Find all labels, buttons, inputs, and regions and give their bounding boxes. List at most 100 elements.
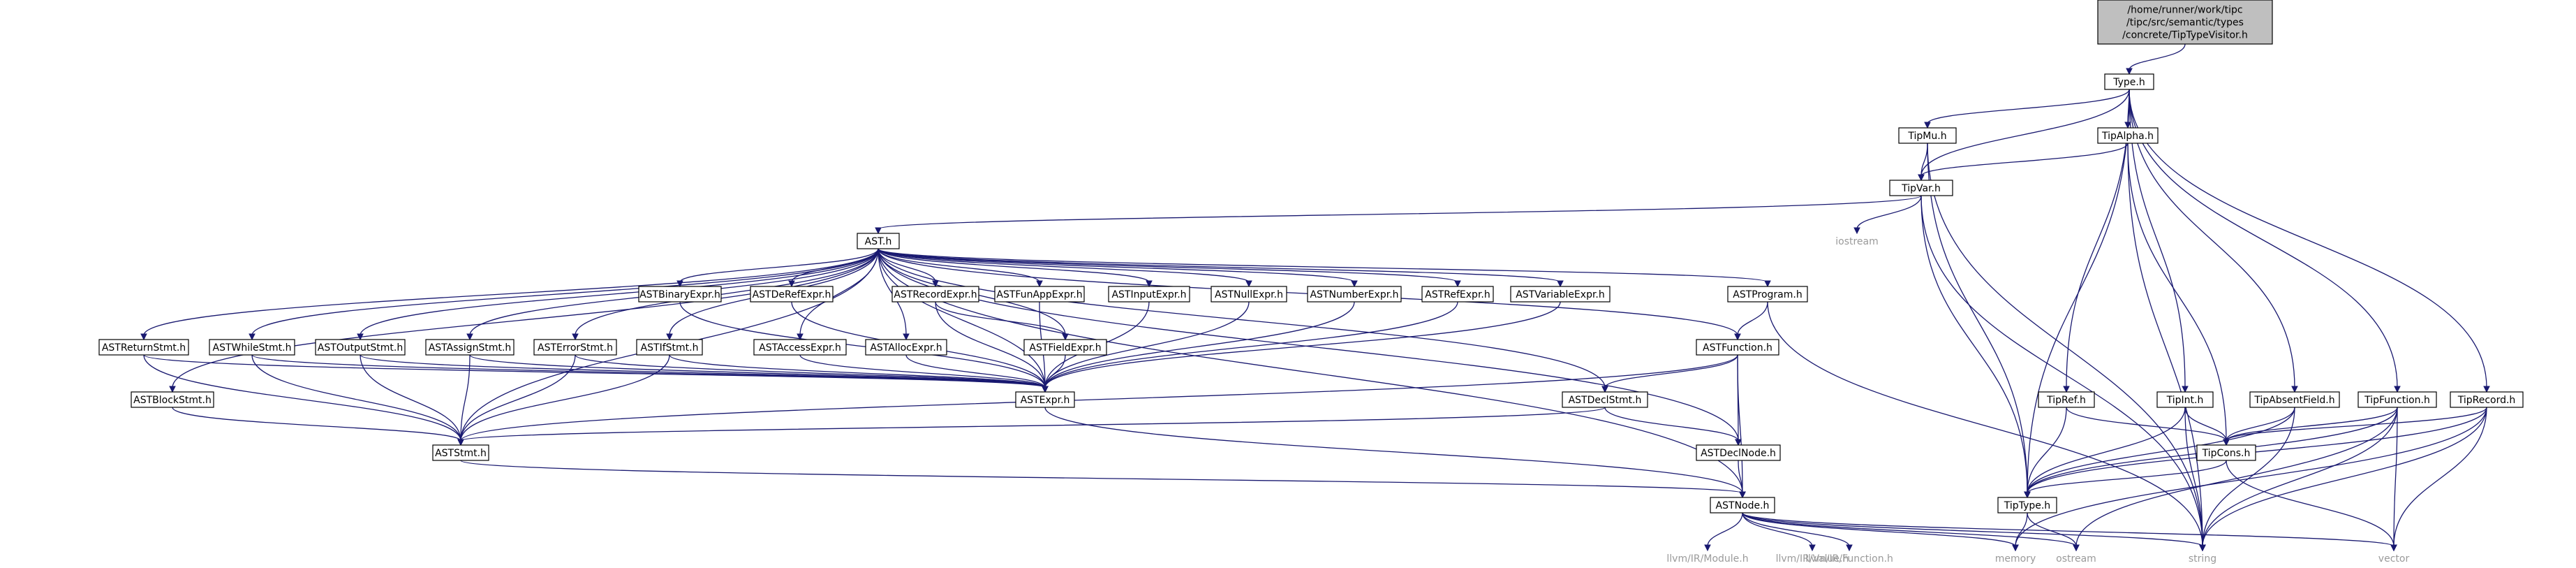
node-astreturnstmt[interactable]: ASTReturnStmt.h (98, 339, 189, 356)
arrowhead-ast-to-astnumberexpr (1351, 280, 1358, 288)
edge-astnode-to-llvmvalue (1742, 512, 1813, 547)
edge-astfunction-to-astnode (1737, 354, 1743, 494)
node-astderefexpr[interactable]: ASTDeRefExpr.h (750, 286, 834, 303)
edge-tiprecord-to-memory (2015, 407, 2487, 547)
arrowhead-tiptype-to-memory (2012, 544, 2019, 552)
node-tipcons[interactable]: TipCons.h (2196, 444, 2256, 461)
edge-tipmu-to-string (1927, 143, 2203, 547)
arrowhead-tipvar-to-ast (875, 227, 882, 235)
edge-tiprecord-to-tipcons (2226, 407, 2487, 442)
node-astvariableexpr[interactable]: ASTVariableExpr.h (1510, 286, 1611, 303)
edge-astwhilestmt-to-aststmt (251, 354, 461, 442)
node-box (1889, 180, 1953, 196)
node-box (1510, 286, 1611, 303)
node-astdeclnode[interactable]: ASTDeclNode.h (1696, 444, 1781, 461)
node-astfieldexpr[interactable]: ASTFieldExpr.h (1023, 339, 1107, 356)
node-astnumberexpr[interactable]: ASTNumberExpr.h (1307, 286, 1402, 303)
edge-astnode-to-llvmmodule (1707, 512, 1743, 547)
edge-astnumberexpr-to-astexpr (1044, 301, 1355, 388)
node-tipfunction[interactable]: TipFunction.h (2357, 391, 2437, 408)
edge-aststmt-to-astnode (460, 460, 1743, 494)
node-asterrorstmt[interactable]: ASTErrorStmt.h (533, 339, 617, 356)
node-box (750, 286, 834, 303)
edge-tipvar-to-tiptype (1920, 195, 2028, 494)
node-astifstmt[interactable]: ASTIfStmt.h (636, 339, 703, 356)
node-astfunction[interactable]: ASTFunction.h (1696, 339, 1779, 356)
edge-asterrorstmt-to-aststmt (460, 354, 576, 442)
node-tipint[interactable]: TipInt.h (2156, 391, 2214, 408)
node-tipalpha[interactable]: TipAlpha.h (2097, 127, 2159, 144)
node-type[interactable]: Type.h (2104, 73, 2154, 90)
node-astinputexpr[interactable]: ASTInputExpr.h (1108, 286, 1190, 303)
edge-astnode-to-string (1742, 512, 2203, 547)
node-label: TipMu.h (1907, 131, 1946, 142)
node-astdeclstmt[interactable]: ASTDeclStmt.h (1562, 391, 1648, 408)
node-label: TipInt.h (2166, 395, 2204, 406)
edge-ast-to-astnumberexpr (878, 248, 1355, 283)
node-tipabsentfield[interactable]: TipAbsentField.h (2249, 391, 2340, 408)
arrowhead-type-to-tiprecord (2483, 386, 2490, 393)
edge-root-to-type (2129, 43, 2186, 71)
node-tipmu[interactable]: TipMu.h (1898, 127, 1957, 144)
node-astwhilestmt[interactable]: ASTWhileStmt.h (209, 339, 295, 356)
edge-ast-to-astblockstmt (172, 248, 879, 388)
edge-tiptype-to-ostream (2027, 512, 2077, 547)
node-box (891, 286, 979, 303)
node-label: ASTDeclNode.h (1701, 448, 1776, 459)
node-astassignstmt[interactable]: ASTAssignStmt.h (425, 339, 515, 356)
node-box (638, 286, 722, 303)
node-tiptype[interactable]: TipType.h (1997, 497, 2057, 514)
edge-asterrorstmt-to-astexpr (575, 354, 1046, 388)
node-label: ASTAssignStmt.h (429, 342, 512, 354)
node-astallocexpr[interactable]: ASTAllocExpr.h (865, 339, 947, 356)
node-label: ASTBinaryExpr.h (639, 289, 720, 300)
node-astaccessexpr[interactable]: ASTAccessExpr.h (753, 339, 847, 356)
node-astbinaryexpr[interactable]: ASTBinaryExpr.h (638, 286, 722, 303)
arrowhead-tipalpha-to-tipvar (1918, 174, 1925, 182)
node-astexpr[interactable]: ASTExpr.h (1015, 391, 1075, 408)
node-label: /tipc/src/semantic/types (2126, 17, 2244, 29)
node-ostream: ostream (2056, 553, 2096, 565)
edge-tipabsentfield-to-tipcons (2226, 407, 2295, 442)
node-aststmt[interactable]: ASTStmt.h (432, 444, 489, 461)
edge-tipabsentfield-to-tiptype (2027, 407, 2295, 494)
node-astprogram[interactable]: ASTProgram.h (1727, 286, 1808, 303)
node-tiprecord[interactable]: TipRecord.h (2450, 391, 2524, 408)
edge-astassignstmt-to-astexpr (469, 354, 1046, 388)
node-label: ASTFunAppExpr.h (996, 289, 1082, 300)
edge-astifstmt-to-astexpr (669, 354, 1046, 388)
node-tipvar[interactable]: TipVar.h (1889, 180, 1953, 196)
node-astoutputstmt[interactable]: ASTOutputStmt.h (315, 339, 406, 356)
node-label: ASTNullExpr.h (1215, 289, 1283, 300)
edge-astrefexpr-to-astexpr (1044, 301, 1458, 388)
node-box (432, 444, 489, 461)
arrowhead-type-to-tipmu (1924, 122, 1931, 129)
node-astrefexpr[interactable]: ASTRefExpr.h (1421, 286, 1494, 303)
node-label: ASTExpr.h (1021, 395, 1070, 406)
node-astrecordexpr[interactable]: ASTRecordExpr.h (891, 286, 979, 303)
edge-astaccessexpr-to-astexpr (799, 354, 1046, 388)
node-astnode[interactable]: ASTNode.h (1710, 497, 1775, 514)
edge-tiprecord-to-tiptype (2027, 407, 2487, 494)
node-astblockstmt[interactable]: ASTBlockStmt.h (131, 391, 214, 408)
arrowhead-astfunction-to-astdeclstmt (1601, 386, 1608, 393)
arrowhead-type-to-tipref (2063, 386, 2070, 393)
node-tipref[interactable]: TipRef.h (2038, 391, 2095, 408)
node-ast[interactable]: AST.h (857, 233, 900, 249)
edge-tipalpha-to-string (2127, 143, 2203, 547)
node-astfunappexpr[interactable]: ASTFunAppExpr.h (994, 286, 1085, 303)
edge-tipint-to-tipcons (2184, 407, 2227, 442)
node-astnullexpr[interactable]: ASTNullExpr.h (1211, 286, 1287, 303)
node-label: ASTErrorStmt.h (538, 342, 613, 354)
node-label: TipAlpha.h (2101, 131, 2154, 142)
node-box (1562, 391, 1648, 408)
node-root[interactable]: /home/runner/work/tipc/tipc/src/semantic… (2097, 0, 2273, 45)
edge-ast-to-astnullexpr (878, 248, 1250, 283)
node-box (1307, 286, 1402, 303)
arrowhead-astnode-to-llvmmodule (1704, 544, 1711, 552)
edge-tipvar-to-string (1920, 195, 2203, 547)
node-box (1696, 444, 1781, 461)
edge-ast-to-astprogram (878, 248, 1768, 283)
node-label: vector (2378, 553, 2410, 565)
